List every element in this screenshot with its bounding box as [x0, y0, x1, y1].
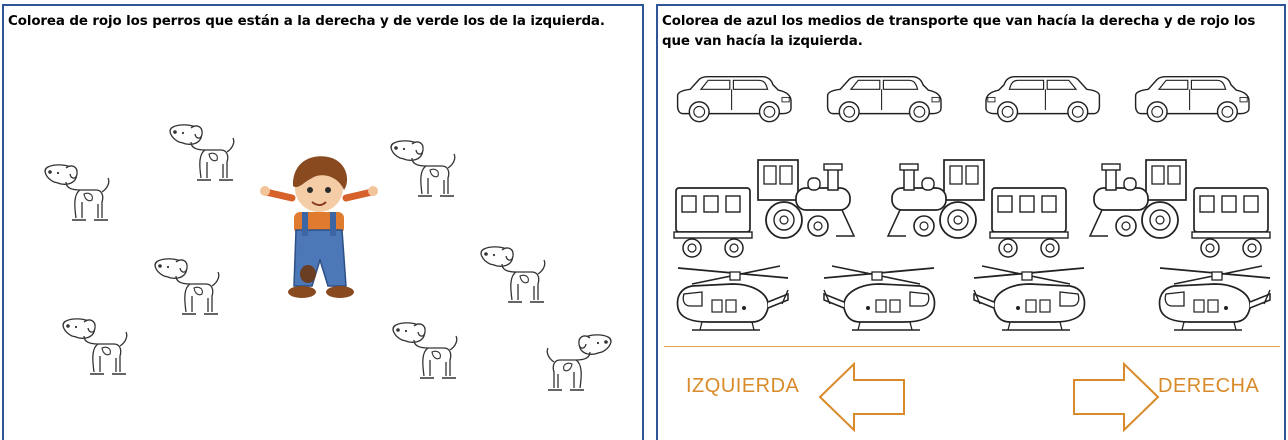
car-icon [985, 75, 1101, 123]
dog-icon [44, 164, 110, 221]
car-icon [1134, 75, 1250, 123]
dog-icon [154, 258, 220, 315]
right-direction-label: DERECHA [1158, 375, 1260, 397]
train-icon [989, 187, 1069, 258]
train-icon [1089, 159, 1187, 239]
car-icon [826, 75, 942, 123]
dog-icon [480, 246, 546, 303]
helicopter-icon [823, 265, 936, 331]
arrow-right-icon [1073, 362, 1160, 432]
train-icon [887, 159, 985, 239]
left-instruction: Colorea de rojo los perros que están a l… [8, 14, 605, 29]
left-direction-label: IZQUIERDA [686, 375, 800, 397]
train-icon [757, 159, 855, 239]
dog-icon [546, 334, 612, 391]
arrow-left-icon [818, 362, 905, 432]
dogs-illustration [44, 124, 612, 391]
dog-icon [390, 140, 456, 197]
dog-icon [392, 322, 458, 379]
right-instruction: Colorea de azul los medios de transporte… [662, 14, 1256, 49]
helicopter-icon [1158, 265, 1271, 331]
left-worksheet-panel: Colorea de rojo los perros que están a l… [2, 4, 644, 440]
helicopter-icon [973, 265, 1086, 331]
train-icon [1191, 187, 1271, 258]
dog-icon [62, 318, 128, 375]
train-icon [673, 187, 753, 258]
right-worksheet-panel: Colorea de azul los medios de transporte… [656, 4, 1286, 440]
boy-icon [260, 156, 378, 298]
helicopter-icon [676, 265, 789, 331]
transport-illustration [673, 75, 1271, 331]
car-icon [676, 75, 792, 123]
divider-line [664, 346, 1280, 347]
dog-icon [169, 124, 235, 181]
